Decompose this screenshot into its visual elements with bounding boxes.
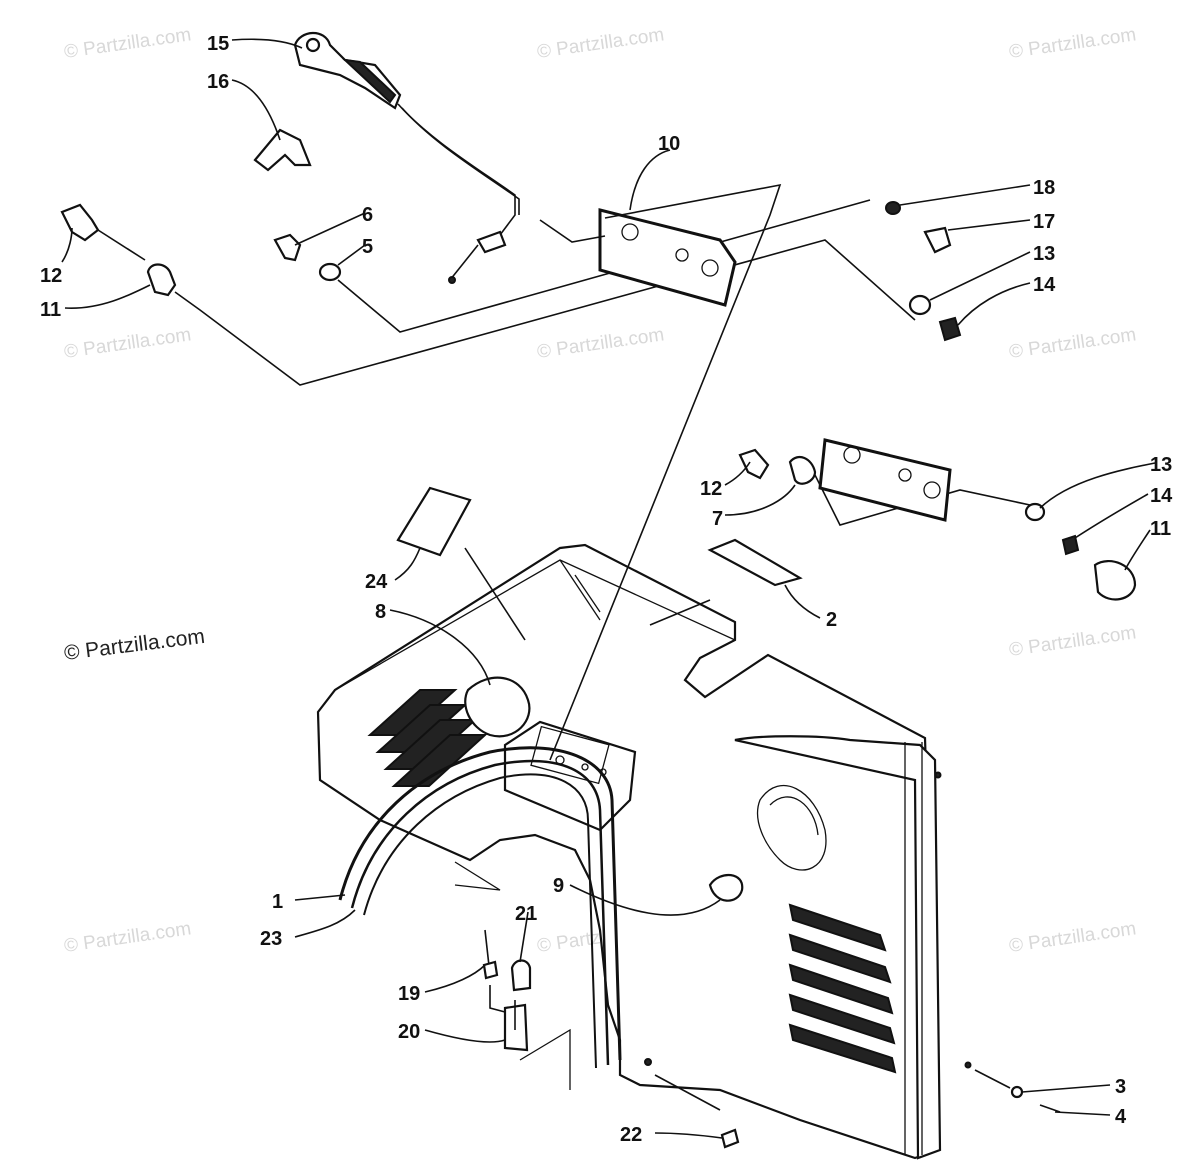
hood-assembly <box>316 543 972 1160</box>
callout-16: 16 <box>207 71 229 93</box>
watermark: © Partzilla.com <box>536 324 666 363</box>
leader-lines <box>61 38 1156 1139</box>
callout-11: 11 <box>40 299 61 321</box>
callout-22: 22 <box>620 1124 642 1146</box>
callout-1: 1 <box>272 891 283 913</box>
callout-9: 9 <box>553 875 564 897</box>
watermark: © Partzilla.com <box>63 324 193 363</box>
watermark: © Partzilla.com <box>1008 324 1138 363</box>
instrument-plate-upper <box>539 183 782 761</box>
callout-19: 19 <box>398 983 420 1005</box>
watermark-strong: © Partzilla.com <box>63 625 206 665</box>
watermark: © Partzilla.com <box>1008 24 1138 63</box>
callout-15: 15 <box>207 33 229 55</box>
clip <box>503 1003 529 1052</box>
callout-12: 12 <box>40 265 62 287</box>
throttle-lever <box>293 31 520 284</box>
screw <box>273 233 302 262</box>
callout-14: 14 <box>1033 274 1056 296</box>
callouts: 15 16 10 18 17 13 14 6 5 12 11 12 7 13 1… <box>40 33 1173 1146</box>
callout-10: 10 <box>658 133 680 155</box>
right-louvers <box>788 903 897 1074</box>
grommet <box>510 959 532 992</box>
switch <box>1093 560 1137 601</box>
watermark: © Partzilla.com <box>1008 622 1138 661</box>
knob <box>738 448 770 480</box>
callout-24: 24 <box>365 571 388 593</box>
trim-strip <box>338 746 622 1061</box>
callout-12: 12 <box>700 478 722 500</box>
callout-13: 13 <box>1150 454 1172 476</box>
callout-17: 17 <box>1033 211 1055 233</box>
washer <box>908 294 932 316</box>
knob <box>923 226 952 254</box>
callout-5: 5 <box>362 236 373 258</box>
nut <box>1061 534 1080 556</box>
callout-14: 14 <box>1150 485 1173 507</box>
callout-20: 20 <box>398 1021 420 1043</box>
left-louvers <box>367 689 488 787</box>
callout-13: 13 <box>1033 243 1055 265</box>
watermark: © Partzilla.com <box>63 918 193 957</box>
callout-18: 18 <box>1033 177 1055 199</box>
headlight-lens <box>464 676 531 738</box>
decal <box>396 486 472 557</box>
left-knob-assembly <box>60 203 916 386</box>
washer <box>1024 502 1046 522</box>
nut <box>885 201 901 215</box>
decal <box>707 538 803 587</box>
callout-4: 4 <box>1115 1106 1127 1128</box>
callout-21: 21 <box>515 903 537 925</box>
callout-11: 11 <box>1150 518 1171 540</box>
callout-8: 8 <box>375 601 386 623</box>
watermark: © Partzilla.com <box>1008 918 1138 957</box>
callout-3: 3 <box>1115 1076 1126 1098</box>
lever-bracket <box>253 128 312 172</box>
washer <box>318 262 342 282</box>
nut <box>788 455 817 485</box>
watermark: © Partzilla.com <box>63 24 193 63</box>
watermark: © Partzilla.com <box>536 24 666 63</box>
callout-23: 23 <box>260 928 282 950</box>
callout-7: 7 <box>712 508 723 530</box>
nut <box>938 316 962 342</box>
callout-6: 6 <box>362 204 373 226</box>
instrument-plate-lower <box>818 438 952 522</box>
callout-2: 2 <box>826 609 837 631</box>
screw <box>720 1128 740 1149</box>
